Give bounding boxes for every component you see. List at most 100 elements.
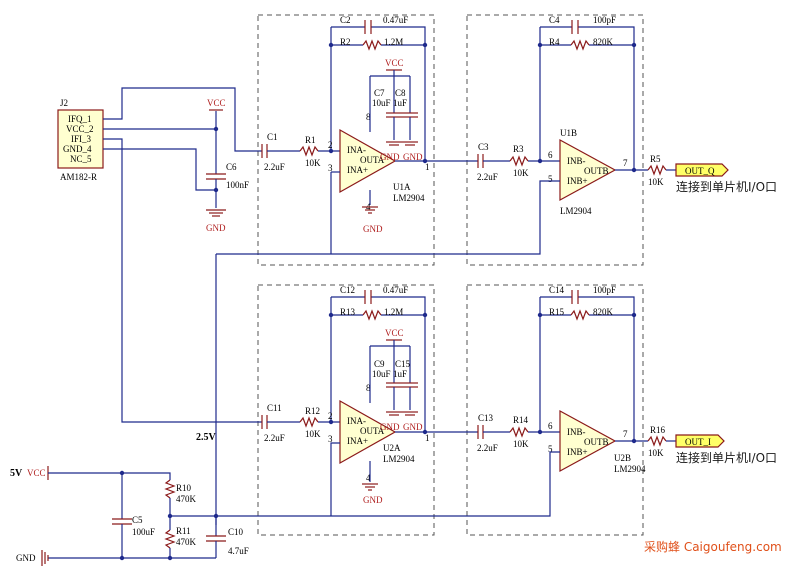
capacitor-c14: C14 100pF (549, 285, 616, 304)
vcc-symbol-u2a: VCC (385, 328, 404, 341)
connector-j2: J2 IFQ_1 VCC_2 IFI_3 GND_4 NC_5 AM182-R (57, 98, 104, 182)
svg-text:C12: C12 (340, 285, 355, 295)
svg-text:C3: C3 (478, 142, 489, 152)
svg-text:C14: C14 (549, 285, 565, 295)
five-v-supply: 5V VCC (10, 466, 49, 480)
svg-text:INA-: INA- (347, 416, 366, 426)
capacitor-c8: C8 1uF (393, 76, 418, 140)
svg-text:5: 5 (548, 444, 553, 454)
svg-text:U1B: U1B (560, 128, 577, 138)
svg-text:6: 6 (548, 150, 553, 160)
svg-text:3: 3 (328, 434, 333, 444)
resistor-r15: R15 820K (549, 307, 614, 321)
svg-text:R3: R3 (513, 144, 524, 154)
gnd-symbol-1: GND (206, 209, 226, 233)
svg-text:6: 6 (548, 421, 553, 431)
svg-text:GND: GND (380, 422, 400, 432)
svg-text:820K: 820K (593, 307, 614, 317)
svg-text:0.47uF: 0.47uF (383, 15, 408, 25)
svg-text:OUTA: OUTA (360, 426, 385, 436)
svg-text:LM2904: LM2904 (393, 193, 425, 203)
svg-text:R13: R13 (340, 307, 356, 317)
svg-text:C11: C11 (267, 403, 282, 413)
svg-text:0.47uF: 0.47uF (383, 285, 408, 295)
opamp-u1b: INB- INB+ OUTB 6 5 7 U1B LM2904 (548, 128, 628, 216)
svg-text:OUT_I: OUT_I (685, 437, 711, 447)
capacitor-c6: C6 100nF (206, 129, 249, 208)
gnd-supply: GND (16, 550, 49, 566)
svg-text:C7: C7 (374, 88, 385, 98)
svg-text:R11: R11 (176, 526, 191, 536)
svg-text:10K: 10K (305, 158, 321, 168)
svg-text:VCC: VCC (385, 58, 404, 68)
svg-text:2.2uF: 2.2uF (477, 172, 498, 182)
capacitor-c13: C13 2.2uF (477, 413, 498, 453)
gnd-symbols-c9-c15: GND GND (380, 411, 423, 432)
svg-text:INA-: INA- (347, 145, 366, 155)
resistor-r5: R5 10K (647, 154, 667, 187)
svg-text:10K: 10K (648, 177, 664, 187)
resistor-r1: R1 10K (299, 135, 321, 168)
gnd-symbol-u1a: GND (362, 206, 383, 234)
svg-text:INA+: INA+ (347, 165, 368, 175)
ifq-wire (103, 87, 262, 152)
svg-text:C13: C13 (478, 413, 494, 423)
stage1-i-block (257, 284, 435, 536)
svg-text:U2B: U2B (614, 453, 631, 463)
svg-text:GND: GND (16, 553, 36, 563)
svg-text:10K: 10K (513, 168, 529, 178)
svg-text:470K: 470K (176, 537, 197, 547)
svg-text:GND: GND (363, 495, 383, 505)
capacitor-c12: C12 0.47uF (340, 285, 408, 304)
capacitor-c9: C9 10uF (372, 346, 402, 410)
svg-text:10uF: 10uF (372, 369, 391, 379)
j2-pin5: NC_5 (70, 154, 92, 164)
resistor-r3: R3 10K (509, 144, 529, 178)
svg-text:100uF: 100uF (132, 527, 155, 537)
svg-text:10uF: 10uF (372, 98, 391, 108)
svg-text:R16: R16 (650, 425, 666, 435)
svg-text:R10: R10 (176, 483, 192, 493)
svg-text:INA+: INA+ (347, 436, 368, 446)
svg-text:C4: C4 (549, 15, 560, 25)
gnd-symbols-c7-c8: GND GND (380, 141, 423, 162)
svg-text:C6: C6 (226, 162, 237, 172)
svg-text:470K: 470K (176, 494, 197, 504)
svg-text:4: 4 (366, 473, 371, 483)
svg-text:1.2M: 1.2M (384, 307, 403, 317)
svg-text:INB-: INB- (567, 427, 586, 437)
svg-text:8: 8 (366, 112, 371, 122)
svg-text:GND: GND (363, 224, 383, 234)
svg-text:LM2904: LM2904 (614, 464, 646, 474)
svg-text:R12: R12 (305, 406, 320, 416)
capacitor-c7: C7 10uF (372, 76, 402, 140)
svg-text:2.2uF: 2.2uF (264, 433, 285, 443)
svg-text:R2: R2 (340, 37, 351, 47)
resistor-r13: R13 1.2M (340, 307, 403, 321)
vcc-wire (103, 111, 217, 130)
svg-text:1.2M: 1.2M (384, 37, 403, 47)
svg-text:100pF: 100pF (593, 15, 616, 25)
capacitor-c3: C3 2.2uF (477, 142, 498, 182)
svg-text:C10: C10 (228, 527, 244, 537)
stage1-q-block (257, 14, 435, 266)
svg-text:GND: GND (403, 152, 423, 162)
svg-text:INB+: INB+ (567, 447, 588, 457)
svg-text:820K: 820K (593, 37, 614, 47)
resistor-r10: R10 470K (164, 479, 197, 504)
svg-text:10K: 10K (513, 439, 529, 449)
svg-text:2: 2 (328, 140, 333, 150)
gnd-symbol-u2a: GND (362, 483, 383, 505)
svg-text:C5: C5 (132, 515, 143, 525)
svg-text:INB-: INB- (567, 156, 586, 166)
j2-pin2: VCC_2 (66, 124, 94, 134)
svg-text:1: 1 (425, 433, 430, 443)
svg-text:C8: C8 (395, 88, 406, 98)
svg-text:OUTB: OUTB (584, 437, 609, 447)
resistor-r14: R14 10K (509, 415, 529, 449)
svg-text:100nF: 100nF (226, 180, 249, 190)
svg-text:7: 7 (623, 429, 628, 439)
svg-text:10K: 10K (648, 448, 664, 458)
svg-text:VCC: VCC (27, 468, 46, 478)
capacitor-c5: C5 100uF (112, 473, 155, 558)
